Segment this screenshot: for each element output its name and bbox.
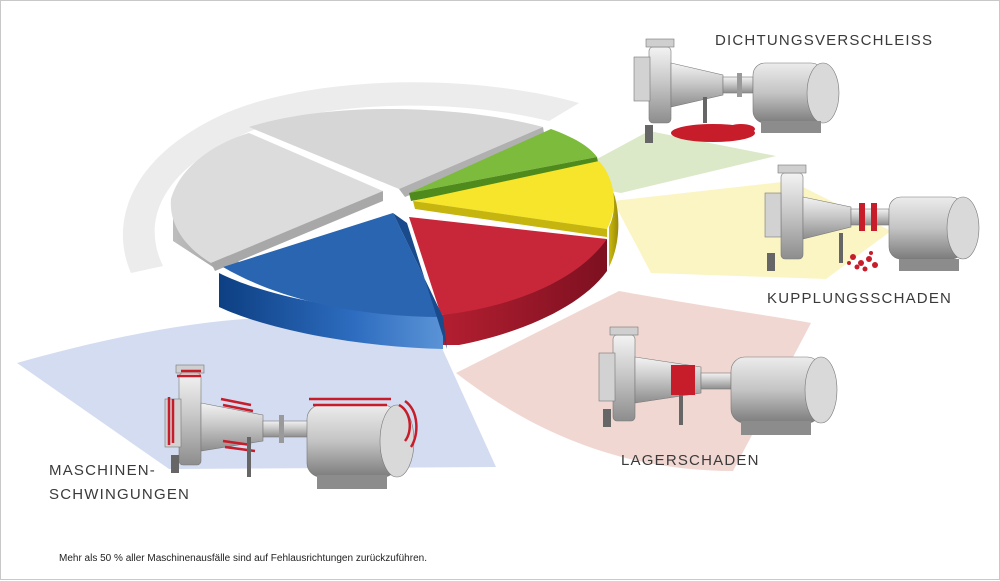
pump-bearing-damage	[598, 326, 838, 435]
gray-slice-left-edge	[211, 191, 383, 271]
yellow-slice-edge	[413, 201, 607, 237]
footnote: Mehr als 50 % aller Maschinenausfälle si…	[59, 553, 427, 564]
label-maschinenschwingungen-line1: MASCHINEN-	[49, 462, 157, 479]
vibration-marks	[167, 369, 418, 453]
label-kupplungsschaden: KUPPLUNGSSCHADEN	[767, 290, 953, 307]
blue-slice-side	[219, 273, 443, 349]
pump-machine-vibration	[164, 364, 418, 489]
label-maschinenschwingungen-line2: SCHWINGUNGEN	[49, 486, 191, 503]
gray-slice-top	[249, 108, 543, 189]
green-slice-side	[409, 157, 599, 201]
red-slice-side	[441, 239, 607, 345]
blue-slice	[223, 213, 443, 317]
yellow-slice	[413, 161, 614, 229]
green-slice	[409, 129, 597, 193]
outer-ring-arc	[122, 82, 580, 274]
fan-green	[556, 131, 776, 193]
yellow-slice-side	[605, 169, 619, 267]
label-dichtungsverschleiss: DICHTUNGSVERSCHLEISS	[715, 32, 934, 49]
label-lagerschaden: LAGERSCHADEN	[621, 452, 760, 469]
coupling-debris	[847, 251, 878, 272]
pump-seal-wear	[633, 38, 840, 143]
pump-coupling-damage	[764, 164, 980, 272]
red-slice	[409, 217, 607, 315]
gray-slice-top-edge	[399, 127, 545, 197]
gray-slice-left	[170, 133, 383, 263]
